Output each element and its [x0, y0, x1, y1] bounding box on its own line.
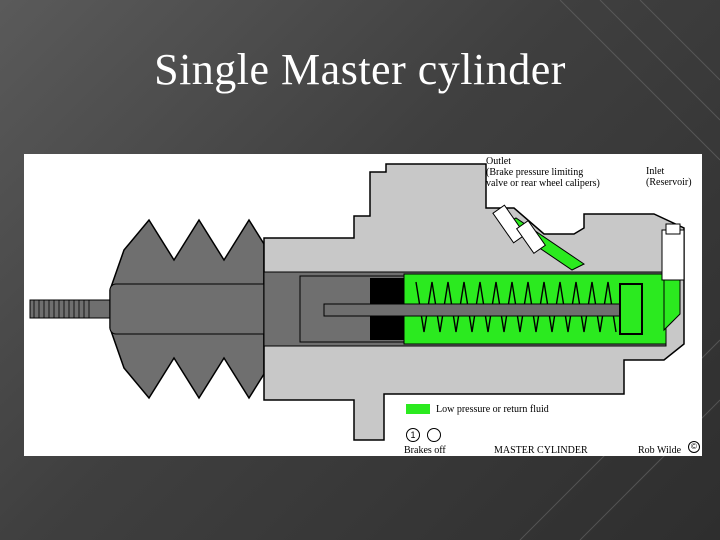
inlet-cap: [665, 223, 681, 235]
outlet-label-line-3: valve or rear wheel calipers): [486, 178, 600, 189]
outlet-fitting: [492, 204, 526, 244]
legend-swatch: [406, 404, 430, 414]
state-number: 1: [406, 428, 420, 442]
inlet-label-line-2: (Reservoir): [646, 177, 692, 188]
master-cylinder-diagram: Outlet (Brake pressure limiting valve or…: [24, 154, 702, 456]
cylinder-cross-section: [29, 163, 685, 441]
state-label: Brakes off: [404, 445, 446, 456]
author-credit: Rob Wilde: [638, 445, 682, 456]
legend-text: Low pressure or return fluid: [436, 404, 549, 415]
diagram-name: MASTER CYLINDER: [494, 445, 588, 456]
rod-thread: [33, 300, 90, 318]
state-indicator: [427, 428, 441, 442]
outlet-label-line-1: Outlet: [486, 156, 511, 167]
end-piston: [619, 283, 643, 335]
push-rod: [29, 299, 111, 319]
inlet-label-line-1: Inlet: [646, 166, 665, 177]
copyright-icon: ©: [688, 441, 700, 453]
outlet-label-line-2: (Brake pressure limiting: [486, 167, 584, 178]
inlet-label: Inlet (Reservoir): [646, 166, 692, 188]
outlet-label: Outlet (Brake pressure limiting valve or…: [486, 156, 600, 189]
outlet-fitting-inner: [515, 220, 547, 254]
center-shaft: [323, 303, 635, 317]
inlet-fitting: [661, 229, 685, 281]
page-title: Single Master cylinder: [154, 45, 566, 94]
